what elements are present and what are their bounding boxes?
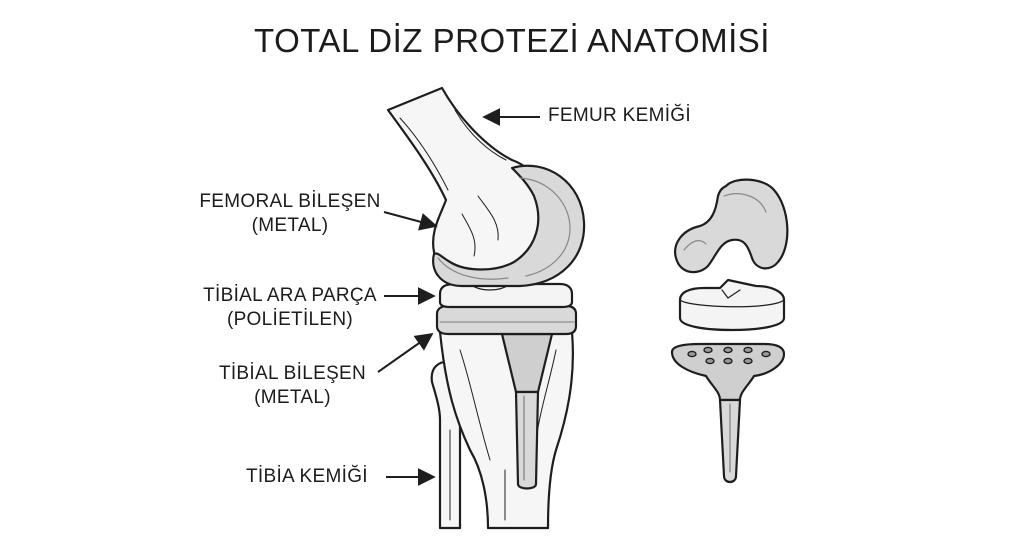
- assembled-knee: [388, 88, 584, 528]
- exploded-tibial-insert: [680, 280, 784, 330]
- arrow-tibial-component: [378, 334, 432, 372]
- exploded-tibial-tray: [672, 344, 784, 482]
- tibial-tray: [437, 306, 576, 334]
- arrow-femoral-component: [384, 212, 436, 226]
- exploded-femoral-component: [675, 180, 787, 273]
- tibial-insert: [440, 284, 572, 307]
- exploded-components: [672, 180, 787, 482]
